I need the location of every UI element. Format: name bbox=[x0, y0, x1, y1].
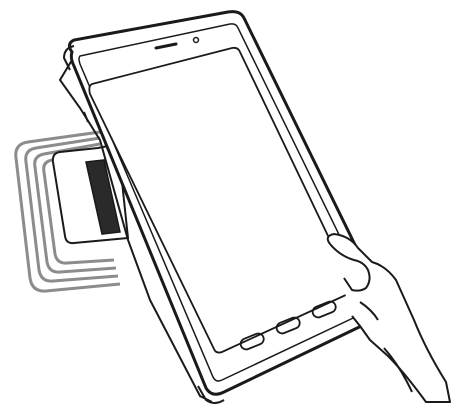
nfc-tablet-illustration bbox=[0, 0, 474, 408]
illustration-canvas bbox=[0, 0, 474, 408]
